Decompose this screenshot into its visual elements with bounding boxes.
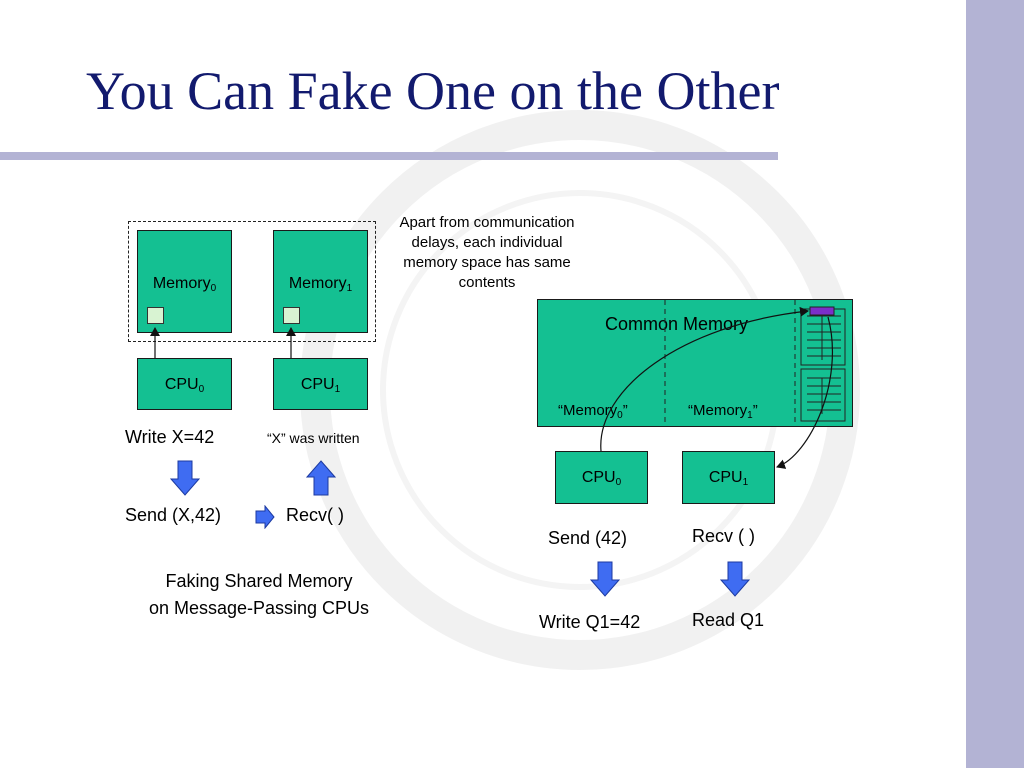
write-x-label: Write X=42 xyxy=(125,427,215,447)
send-x-label: Send (X,42) xyxy=(125,505,222,525)
memory-group-outline xyxy=(128,221,376,342)
arrow-down-icon xyxy=(590,561,620,597)
diagram-caption: Faking Shared Memory on Message-Passing … xyxy=(100,568,418,622)
arrow-down-icon xyxy=(170,460,200,496)
recv-label: Recv( ) xyxy=(286,505,344,525)
memory-0-cell xyxy=(147,307,164,324)
note-line-3: memory space has same xyxy=(403,254,571,271)
read-q1-label: Read Q1 xyxy=(692,610,765,630)
memory-0-box: Memory0 xyxy=(137,230,232,333)
note-line-2: delays, each individual xyxy=(411,234,563,251)
right-cpu-0-box: CPU0 xyxy=(555,451,648,504)
arrow-right-icon xyxy=(255,505,275,529)
memory-1-cell xyxy=(283,307,300,324)
right-cpu-1-label: CPU xyxy=(708,469,743,486)
left-cpu-1-subscript: 1 xyxy=(334,384,341,395)
memory-1-subscript: 1 xyxy=(346,283,353,294)
common-memory-label: Common Memory xyxy=(605,314,749,334)
title-underline xyxy=(0,152,778,160)
right-cpu-1-box: CPU1 xyxy=(682,451,775,504)
caption-line-2: on Message-Passing CPUs xyxy=(148,598,370,618)
slide-title: You Can Fake One on the Other xyxy=(86,61,780,121)
memory-1-box: Memory1 xyxy=(273,230,368,333)
right-memory-0-label: “Memory0” xyxy=(558,402,628,421)
recv-right-label: Recv ( ) xyxy=(692,526,755,546)
left-cpu-0-box: CPU0 xyxy=(137,358,232,410)
caption-line-1: Faking Shared Memory xyxy=(165,571,353,591)
send-42-label: Send (42) xyxy=(548,528,628,548)
right-cpu-0-label: CPU xyxy=(581,469,616,486)
left-cpu-0-subscript: 0 xyxy=(198,384,205,395)
arrow-up-icon xyxy=(306,460,336,496)
right-memory-1-label: “Memory1” xyxy=(688,402,758,421)
slide-side-bar xyxy=(966,0,1024,768)
x-was-written-label: “X” was written xyxy=(267,430,360,446)
note-line-4: contents xyxy=(458,274,516,291)
memory-1-label: Memory xyxy=(288,275,347,292)
memory-0-subscript: 0 xyxy=(210,283,217,294)
left-cpu-0-label: CPU xyxy=(164,376,199,393)
left-cpu-1-box: CPU1 xyxy=(273,358,368,410)
common-memory-box: Common Memory “Memory0” “Memory1” xyxy=(537,299,853,427)
left-cpu-1-label: CPU xyxy=(300,376,335,393)
write-q1-label: Write Q1=42 xyxy=(539,612,641,632)
right-cpu-0-subscript: 0 xyxy=(615,477,622,488)
arrow-down-icon xyxy=(720,561,750,597)
memory-0-label: Memory xyxy=(152,275,211,292)
note-line-1: Apart from communication xyxy=(399,214,575,231)
note-text: Apart from communication delays, each in… xyxy=(381,213,593,293)
right-cpu-1-subscript: 1 xyxy=(742,477,749,488)
